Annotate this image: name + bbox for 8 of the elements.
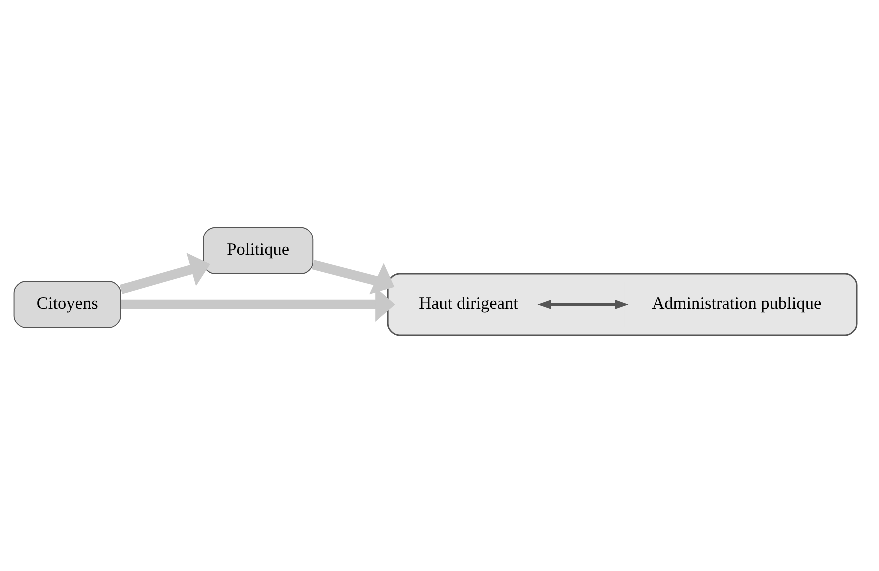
node-box: Citoyens — [14, 281, 122, 328]
node-box: Politique — [203, 227, 314, 274]
arrow — [120, 253, 210, 294]
cluster — [387, 273, 858, 336]
arrow — [538, 300, 629, 310]
node-text: Haut dirigeant — [419, 294, 518, 313]
arrow — [312, 260, 395, 295]
node-text: Administration publique — [652, 294, 822, 313]
